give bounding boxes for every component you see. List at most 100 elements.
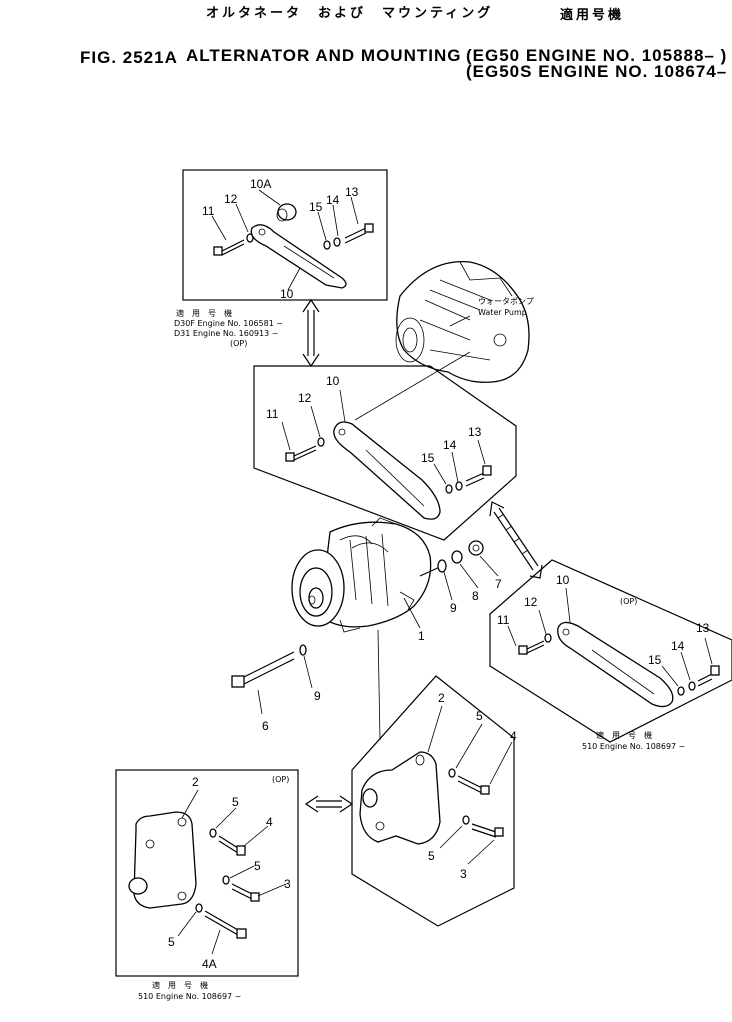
callout-13: 13: [468, 425, 482, 439]
japanese-applicable-label: 適用号機: [560, 8, 625, 23]
note-510-engine-right: 510 Engine No. 108697 ~: [582, 742, 685, 751]
alternator-icon: [291, 517, 443, 633]
callout-15: 15: [421, 451, 435, 465]
inset-box-510-right: 10 12 11 14 13 15: [489, 559, 732, 743]
horizontal-double-arrow-icon: [304, 795, 354, 813]
callout-11: 11: [202, 204, 215, 218]
callout-14: 14: [671, 639, 685, 653]
figure-number: FIG. 2521A: [80, 48, 178, 67]
callout-14: 14: [326, 193, 340, 207]
callout-11: 11: [266, 407, 279, 421]
callout-9: 9: [450, 601, 457, 615]
washer-9-icon: [437, 559, 447, 573]
note-510-engine-bottom: 510 Engine No. 108697 ~: [138, 992, 241, 1001]
bolt-3-icon: [231, 883, 260, 902]
bolt-13-icon: [465, 465, 492, 487]
callout-9b: 9: [314, 689, 321, 703]
engine-serial-line-1: (EG50 ENGINE NO. 105888– ): [466, 46, 728, 65]
bracket-10-icon: [557, 621, 674, 708]
callout-6: 6: [262, 719, 269, 733]
callout-15: 15: [309, 200, 323, 214]
callout-3: 3: [284, 877, 291, 891]
callout-10: 10: [326, 374, 340, 388]
figure-title: ALTERNATOR AND MOUNTING: [186, 46, 462, 65]
engine-serial-line-2: (EG50S ENGINE NO. 108674– ): [466, 62, 732, 81]
nut-7-icon: [468, 540, 484, 556]
note-op-bottom: (OP): [272, 775, 289, 784]
washer-12-icon: [544, 633, 552, 643]
callout-11: 11: [497, 613, 510, 627]
washer-5c-icon: [195, 903, 203, 913]
water-pump-icon: [395, 260, 530, 383]
washer-5-icon: [448, 768, 456, 778]
washer-15-icon: [323, 240, 331, 250]
japanese-title: オルタネータ および マウンティング: [206, 6, 494, 21]
bolt-4-icon: [457, 775, 490, 795]
bracket-10-icon: [250, 224, 347, 289]
callout-3: 3: [460, 867, 467, 881]
washer-5-icon: [209, 828, 217, 838]
bolt-4-icon: [218, 835, 246, 856]
callout-5c: 5: [168, 935, 175, 949]
washer-14-icon: [688, 681, 696, 691]
washer-14-icon: [333, 237, 341, 247]
bolt-13-icon: [697, 665, 720, 687]
mounting-bracket-frame: 2 5 4 5 3: [351, 675, 517, 927]
callout-7: 7: [495, 577, 502, 591]
bracket-2-icon: [359, 751, 441, 845]
water-pump-jp-label: ウォータポンプ: [478, 297, 534, 306]
washer-15-icon: [677, 686, 685, 696]
callout-13: 13: [345, 185, 359, 199]
note-applicable-jp-bottom: 適 用 号 機: [152, 980, 208, 990]
callout-5: 5: [476, 709, 483, 723]
bolt-4a-icon: [204, 910, 247, 939]
callout-10: 10: [280, 287, 294, 301]
washer-14-icon: [455, 481, 463, 491]
callout-8: 8: [472, 589, 479, 603]
washer-5b-icon: [222, 875, 230, 885]
callout-4a: 4A: [202, 957, 217, 971]
washer-12-icon: [246, 233, 254, 243]
callout-12: 12: [524, 595, 538, 609]
callout-15: 15: [648, 653, 662, 667]
washer-5b-icon: [462, 815, 470, 825]
callout-4: 4: [266, 815, 273, 829]
washer-15-icon: [445, 484, 453, 494]
double-arrow-icon: [302, 298, 320, 368]
callout-2: 2: [192, 775, 199, 789]
bolt-11-icon: [213, 239, 245, 256]
spacer-10a-icon: [276, 203, 297, 222]
callout-10a: 10A: [250, 177, 271, 191]
note-d31-engine: D31 Engine No. 160913 ~: [174, 329, 278, 338]
washer-9b-icon: [299, 644, 307, 656]
note-op-1: (OP): [230, 339, 247, 348]
bracket-assembly-frame: 10 12 11 14 13 15: [253, 351, 517, 541]
callout-12: 12: [224, 192, 238, 206]
callout-5: 5: [232, 795, 239, 809]
water-pump-label: Water Pump: [478, 308, 527, 317]
bolt-13-icon: [344, 223, 374, 244]
callout-14: 14: [443, 438, 457, 452]
inset-box-510-bottom: 2 5 4 5 3 5 4A: [115, 769, 299, 977]
callout-1: 1: [418, 629, 425, 643]
bolt-11-icon: [518, 640, 545, 655]
washer-12-icon: [317, 437, 325, 447]
callout-2: 2: [438, 691, 445, 705]
callout-13: 13: [696, 621, 710, 635]
note-d30f-engine: D30F Engine No. 106581 ~: [174, 319, 283, 328]
note-applicable-jp-right: 適 用 号 機: [596, 730, 652, 740]
inset-box-d30f-d31: 10A 12 11 15 14 13 10: [182, 169, 388, 301]
bolt-11-icon: [285, 445, 317, 462]
callout-4: 4: [510, 729, 517, 743]
callout-5b: 5: [428, 849, 435, 863]
callout-10: 10: [556, 573, 570, 587]
washer-8-icon: [451, 550, 463, 564]
bolt-6-icon: [231, 651, 295, 688]
callout-5b: 5: [254, 859, 261, 873]
diagonal-double-arrow-icon: [489, 501, 543, 579]
note-applicable-jp-1: 適 用 号 機: [176, 308, 232, 318]
callout-12: 12: [298, 391, 312, 405]
bolt-3-icon: [471, 823, 504, 838]
bracket-2-icon: [133, 811, 197, 909]
